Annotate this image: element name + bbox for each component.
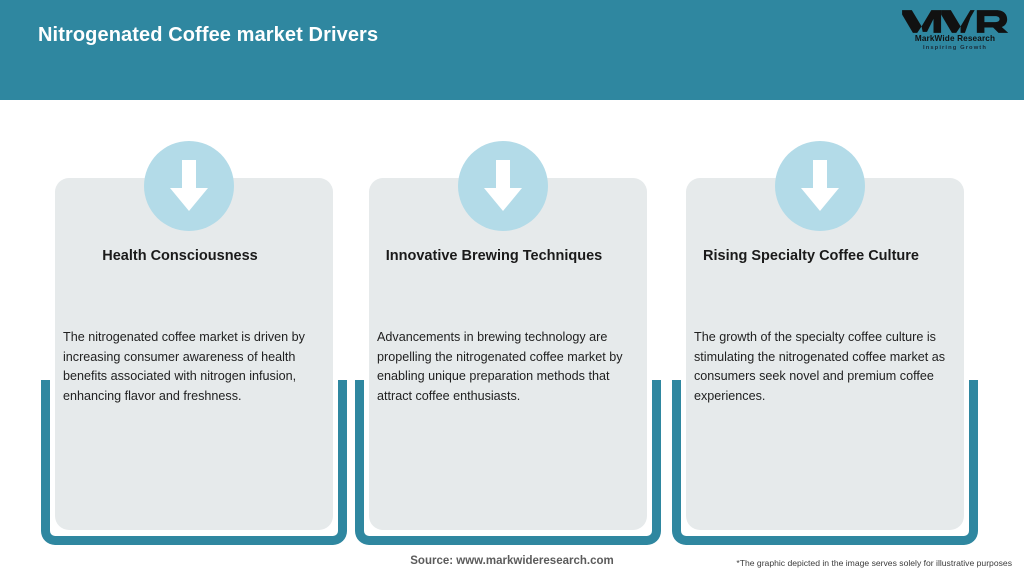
card-frame-accent: [41, 380, 347, 545]
card-body-text: The nitrogenated coffee market is driven…: [63, 330, 305, 403]
logo-tagline: Inspiring Growth: [923, 45, 987, 51]
page-header: Nitrogenated Coffee market Drivers MarkW…: [0, 0, 1024, 100]
card-title: Innovative Brewing Techniques: [385, 248, 603, 264]
card-title: Health Consciousness: [102, 248, 258, 264]
card-body-text: Advancements in brewing technology are p…: [377, 330, 623, 403]
page-title: Nitrogenated Coffee market Drivers: [38, 24, 379, 46]
card-frame-accent: [672, 380, 978, 545]
disclaimer-note: *The graphic depicted in the image serve…: [736, 558, 1012, 568]
card-surface: [55, 178, 333, 530]
source-label: Source: www.markwideresearch.com: [410, 555, 614, 567]
card-body-text: The growth of the specialty coffee cultu…: [694, 330, 946, 403]
card-frame-accent: [355, 380, 661, 545]
brand-logo: MarkWide Research Inspiring Growth: [900, 8, 1010, 60]
arrow-down-glyph: [170, 160, 208, 211]
drivers-card-list: Health Consciousness The nitrogenated co…: [0, 100, 1024, 545]
driver-card-3: Rising Specialty Coffee Culture The grow…: [672, 100, 978, 545]
card-surface: [686, 178, 964, 530]
arrow-down-icon: [775, 141, 865, 231]
arrow-down-icon: [458, 141, 548, 231]
arrow-down-glyph: [801, 160, 839, 211]
card-surface: [369, 178, 647, 530]
driver-card-2: Innovative Brewing Techniques Advancemen…: [355, 100, 661, 545]
driver-card-1: Health Consciousness The nitrogenated co…: [41, 100, 347, 545]
mwr-monogram-icon: [901, 10, 1009, 33]
logo-company-name: MarkWide Research: [914, 34, 996, 43]
arrow-down-icon: [144, 141, 234, 231]
arrow-down-glyph: [484, 160, 522, 211]
card-title: Rising Specialty Coffee Culture: [703, 248, 919, 264]
